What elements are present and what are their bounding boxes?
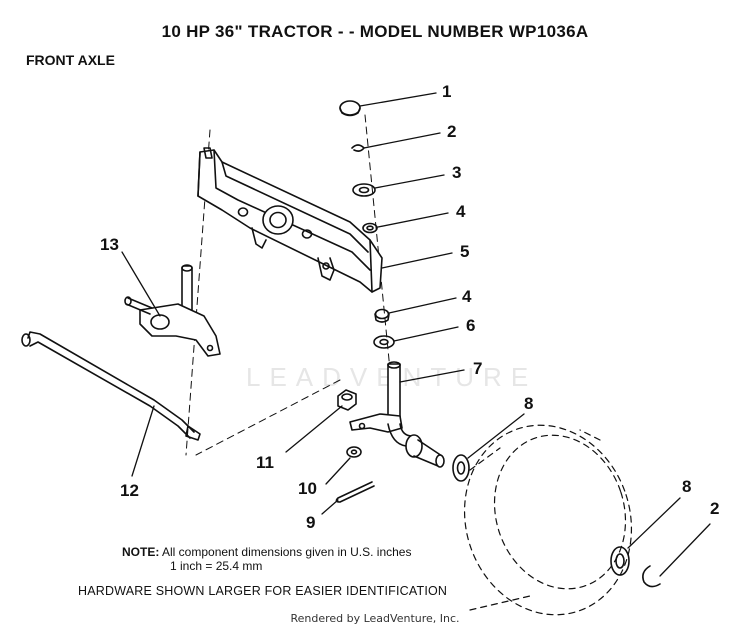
washer-part-6: [373, 335, 395, 349]
axis-line-tie-rod: [195, 379, 341, 456]
note-label: NOTE:: [122, 545, 160, 559]
page-title: 10 HP 36" TRACTOR - - MODEL NUMBER WP103…: [161, 22, 589, 41]
spacer-part-4-top: [362, 222, 378, 234]
callout-7: 7: [473, 359, 483, 378]
spacer-part-4-lower: [374, 308, 390, 320]
leader-lines: [121, 92, 711, 577]
right-spindle: [349, 361, 445, 468]
callout-5: 5: [460, 242, 470, 261]
callout-2-wheel: 2: [710, 499, 720, 518]
callout-11: 11: [256, 453, 274, 472]
washer-part-3: [352, 183, 376, 197]
clip-part-2-wheel: [642, 565, 661, 588]
callout-13: 13: [100, 235, 119, 254]
hardware-note: HARDWARE SHOWN LARGER FOR EASIER IDENTIF…: [78, 584, 448, 598]
front-axle-beam: [197, 147, 383, 293]
watermark-text: LEADVENTURE: [246, 362, 537, 393]
nut-part-11: [337, 389, 357, 411]
left-spindle-bracket: [124, 264, 221, 357]
callout-12: 12: [120, 481, 139, 500]
callout-6: 6: [466, 316, 476, 335]
axis-line-spindle: [364, 114, 391, 371]
cotter-pin-part-9: [335, 481, 375, 503]
note-line-1: All component dimensions given in U.S. i…: [162, 545, 412, 559]
note-line-2: 1 inch = 25.4 mm: [170, 559, 263, 573]
washer-part-8-spindle: [452, 454, 470, 482]
callout-4-top: 4: [456, 202, 466, 221]
callout-3: 3: [452, 163, 462, 182]
callout-10: 10: [298, 479, 317, 498]
dimension-note: NOTE: All component dimensions given in …: [122, 545, 411, 573]
clip-part-2-top: [351, 144, 365, 152]
washer-part-8-wheel: [610, 546, 630, 576]
section-title: FRONT AXLE: [26, 52, 115, 68]
callout-8-wheel: 8: [682, 477, 692, 496]
front-tire-outline: [463, 424, 633, 616]
washer-part-10: [346, 446, 362, 458]
tie-rod: [21, 331, 201, 441]
callout-4-lower: 4: [462, 287, 472, 306]
callout-1: 1: [442, 82, 452, 101]
footer-credit: Rendered by LeadVenture, Inc.: [290, 612, 460, 625]
callout-9: 9: [306, 513, 316, 532]
callout-8-spindle: 8: [524, 394, 534, 413]
callout-2-top: 2: [447, 122, 457, 141]
